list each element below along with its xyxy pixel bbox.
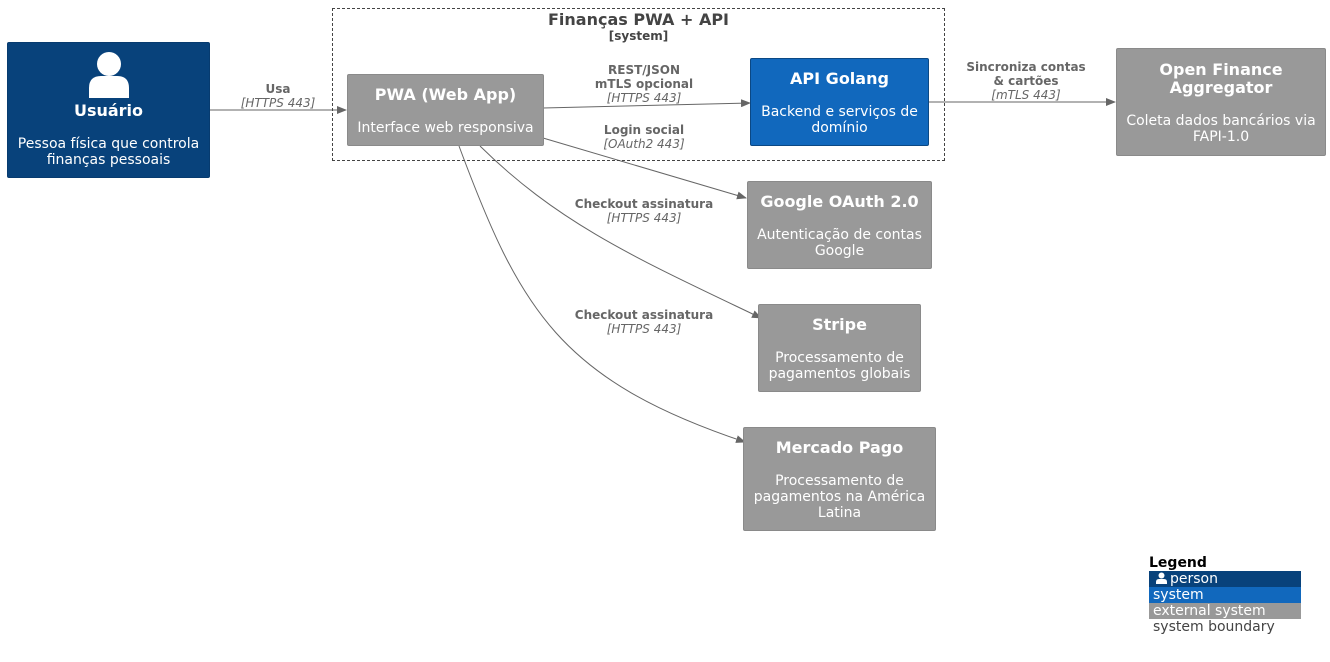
- relation-label-line2: mTLS opcional: [594, 77, 694, 91]
- api-title: API Golang: [790, 69, 889, 88]
- person-icon: [1153, 572, 1170, 588]
- google-description: Autenticação de contas Google: [757, 227, 922, 259]
- relation-pwa-api-label: REST/JSON mTLS opcional [HTTPS 443]: [574, 63, 714, 105]
- legend-title: Legend: [1149, 555, 1207, 571]
- relation-api-openfinance-label: Sincroniza contas & cartões [mTLS 443]: [956, 60, 1096, 102]
- arrow-pwa-to-api: [542, 99, 751, 109]
- relation-label: Sincroniza contas: [966, 60, 1086, 74]
- relation-label: Login social: [603, 123, 685, 137]
- legend-label: external system: [1153, 603, 1266, 619]
- stripe-description: Processamento de pagamentos globais: [768, 350, 911, 382]
- person-description: Pessoa física que controla finanças pess…: [17, 136, 200, 168]
- api-description: Backend e serviços de domínio: [761, 104, 918, 136]
- legend-label: person: [1170, 571, 1218, 587]
- person-icon: [89, 52, 129, 98]
- openfinance-description: Coleta dados bancários via FAPI-1.0: [1126, 113, 1316, 145]
- legend: Legend person system external system sys…: [1149, 555, 1301, 635]
- legend-label: system: [1153, 587, 1204, 603]
- relation-label-line2: & cartões: [993, 74, 1059, 88]
- pwa-title: PWA (Web App): [374, 85, 517, 104]
- relation-technology: [HTTPS 443]: [606, 322, 682, 336]
- legend-item-external-system: external system: [1149, 603, 1301, 619]
- relation-technology: [HTTPS 443]: [606, 91, 682, 105]
- arrow-pwa-to-google: [542, 137, 747, 200]
- relation-technology: [mTLS 443]: [991, 88, 1061, 102]
- relation-technology: [HTTPS 443]: [240, 96, 316, 110]
- api-golang[interactable]: API Golang Backend e serviços de domínio: [750, 58, 929, 146]
- relation-label: REST/JSON: [608, 63, 680, 77]
- arrow-pwa-to-mercadopago: [458, 145, 746, 443]
- boundary-type: [system]: [608, 29, 669, 43]
- open-finance-aggregator[interactable]: Open Finance Aggregator Coleta dados ban…: [1116, 48, 1326, 156]
- system-boundary: Finanças PWA + API [system]: [332, 8, 945, 161]
- person-title: Usuário: [73, 101, 144, 120]
- legend-label: system boundary: [1153, 619, 1275, 635]
- mercado-pago[interactable]: Mercado Pago Processamento de pagamentos…: [743, 427, 936, 531]
- openfinance-title: Open Finance Aggregator: [1159, 60, 1283, 97]
- mercadopago-title: Mercado Pago: [775, 438, 904, 457]
- relation-pwa-google-label: Login social [OAuth2 443]: [574, 123, 714, 151]
- relation-label: Checkout assinatura: [574, 197, 714, 211]
- stripe-title: Stripe: [812, 315, 867, 334]
- relation-user-pwa-label: Usa [HTTPS 443]: [228, 82, 328, 110]
- relation-pwa-stripe-label: Checkout assinatura [HTTPS 443]: [564, 197, 724, 225]
- legend-item-person: person: [1149, 571, 1301, 587]
- google-title: Google OAuth 2.0: [760, 192, 919, 211]
- relation-technology: [OAuth2 443]: [603, 137, 685, 151]
- relation-pwa-mercadopago-label: Checkout assinatura [HTTPS 443]: [564, 308, 724, 336]
- person-usuario[interactable]: Usuário Pessoa física que controla finan…: [7, 42, 210, 178]
- relation-label: Checkout assinatura: [574, 308, 714, 322]
- stripe[interactable]: Stripe Processamento de pagamentos globa…: [758, 304, 921, 392]
- legend-item-system-boundary: system boundary: [1149, 619, 1301, 635]
- google-oauth[interactable]: Google OAuth 2.0 Autenticação de contas …: [747, 181, 932, 269]
- arrow-pwa-to-stripe: [479, 145, 762, 319]
- mercadopago-description: Processamento de pagamentos na América L…: [753, 473, 926, 521]
- boundary-title: Finanças PWA + API: [547, 10, 729, 29]
- pwa-web-app[interactable]: PWA (Web App) Interface web responsiva: [347, 74, 544, 146]
- pwa-description: Interface web responsiva: [357, 120, 534, 136]
- relation-technology: [HTTPS 443]: [606, 211, 682, 225]
- relation-label: Usa: [265, 82, 291, 96]
- legend-item-system: system: [1149, 587, 1301, 603]
